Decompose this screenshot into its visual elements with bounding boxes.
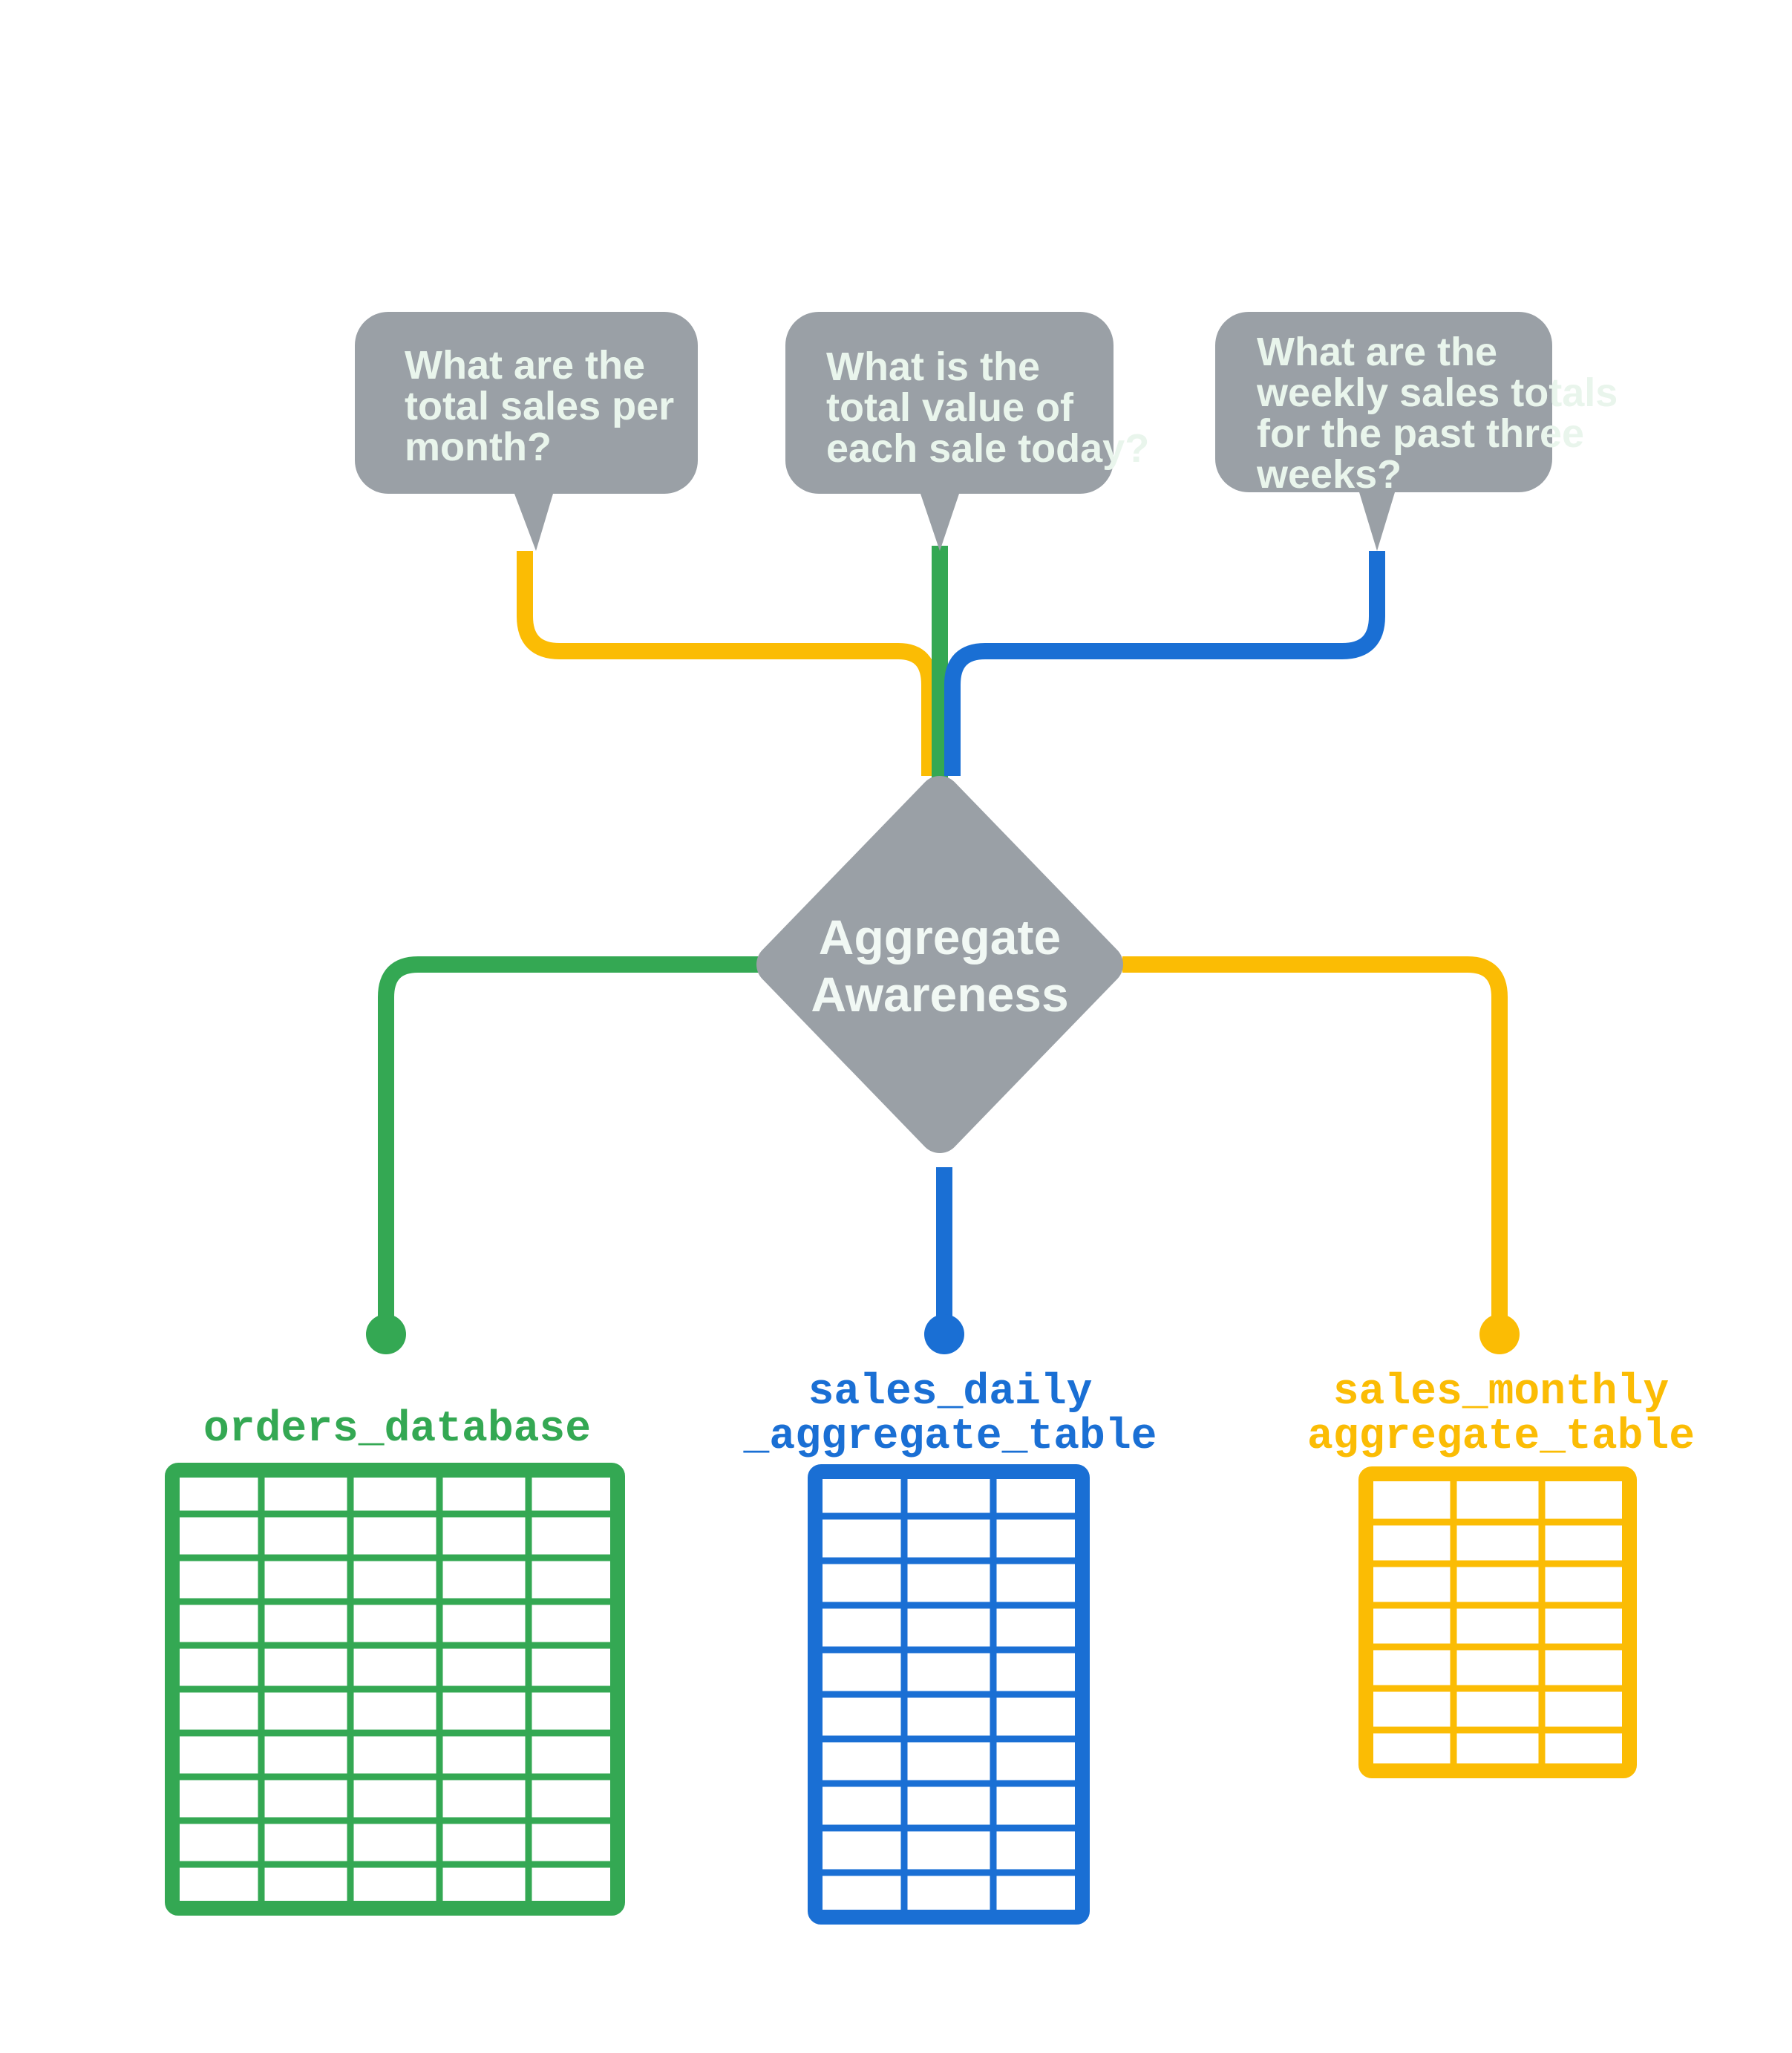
center-node-label-line-1: Aggregate (819, 910, 1061, 965)
connector-yellow-node-to-monthly (1122, 956, 1508, 1325)
center-node-diamond-shape (756, 776, 1123, 1153)
connector-group-top (517, 546, 1385, 778)
table-grid-orders-database[interactable] (165, 1463, 625, 1916)
connector-yellow-question-to-node (517, 551, 938, 776)
table-grid-sales-daily[interactable] (808, 1464, 1090, 1925)
center-node-aggregate-awareness[interactable]: Aggregate Awareness (756, 776, 1123, 1153)
question-bubble-monthly-line-2: total sales per (405, 384, 674, 428)
connector-group-bottom (378, 956, 1508, 1325)
connector-endpoint-dot-yellow (1479, 1314, 1520, 1354)
connector-endpoint-dot-blue (924, 1314, 964, 1354)
table-label-orders-database: orders_database (203, 1406, 591, 1454)
question-bubble-weekly-line-3: for the past three (1257, 411, 1584, 456)
table-grid-sales-monthly[interactable] (1358, 1466, 1637, 1778)
question-bubble-weekly[interactable]: What are the weekly sales totals for the… (1215, 312, 1618, 551)
table-label-sales-daily-line-2: _aggregate_table (743, 1413, 1157, 1461)
table-label-sales-daily-line-1: sales_daily (808, 1368, 1093, 1417)
question-bubble-monthly-line-3: month? (405, 425, 552, 469)
question-bubble-daily[interactable]: What is the total value of each sale tod… (785, 312, 1149, 551)
table-grid-sales-monthly-outline (1358, 1466, 1637, 1778)
table-grid-sales-daily-lines (823, 1479, 1075, 1910)
center-node-label-line-2: Awareness (811, 967, 1068, 1022)
question-bubble-monthly-shape (355, 312, 698, 551)
connector-blue-question-to-node (944, 551, 1385, 776)
table-grid-sales-daily-outline (808, 1464, 1090, 1925)
question-bubble-weekly-line-4: weeks? (1256, 452, 1402, 497)
table-label-sales-monthly-line-2: aggregate_table (1307, 1413, 1695, 1461)
question-bubble-weekly-line-1: What are the (1257, 330, 1497, 374)
question-bubble-daily-line-3: each sale today? (826, 426, 1149, 471)
question-bubble-daily-shape (785, 312, 1114, 551)
connector-endpoint-dot-green (366, 1314, 406, 1354)
question-bubble-weekly-line-2: weekly sales totals (1256, 371, 1618, 415)
table-grid-sales-monthly-lines (1373, 1481, 1622, 1763)
table-grid-orders-database-outline (165, 1463, 625, 1916)
question-bubble-monthly[interactable]: What are the total sales per month? (355, 312, 698, 551)
question-bubble-weekly-shape (1215, 312, 1552, 551)
question-bubble-daily-line-2: total value of (826, 385, 1074, 430)
table-label-sales-monthly-line-1: sales_monthly (1333, 1368, 1669, 1417)
connector-green-node-to-orders (378, 956, 759, 1325)
question-bubble-monthly-line-1: What are the (405, 343, 645, 388)
question-bubble-daily-line-1: What is the (826, 345, 1040, 389)
table-grid-orders-database-lines (180, 1478, 610, 1901)
